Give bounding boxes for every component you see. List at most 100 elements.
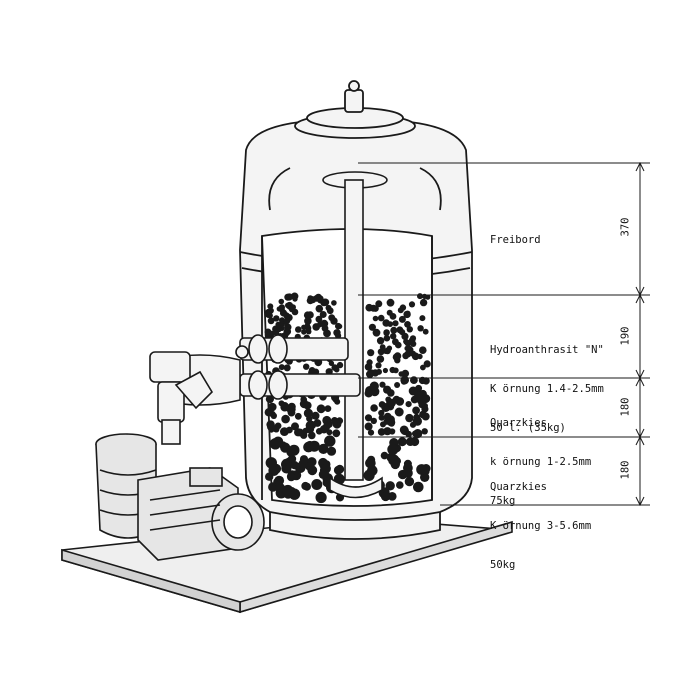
media-grain: [368, 323, 376, 331]
media-grain: [278, 298, 285, 305]
media-grain: [315, 315, 323, 323]
media-grain: [377, 348, 385, 356]
media-grain: [303, 401, 312, 410]
dimension-hydroanthrasit: 190: [619, 326, 632, 346]
media-grain: [265, 472, 274, 481]
media-grain: [422, 377, 430, 385]
media-grain: [308, 367, 316, 374]
media-grain: [285, 302, 291, 309]
media-grain: [383, 412, 392, 421]
media-grain: [282, 484, 294, 496]
media-grain: [318, 469, 328, 479]
media-grain: [403, 468, 413, 479]
media-grain: [421, 394, 431, 404]
media-grain: [305, 440, 315, 451]
media-grain: [392, 338, 399, 346]
media-grain: [269, 438, 281, 450]
label-line: 75kg: [490, 495, 516, 507]
quarzkies-coarse-label: Quarzkies K örnung 3-5.6mm 50kg: [490, 455, 591, 585]
media-grain: [333, 329, 341, 337]
media-grain: [301, 329, 307, 335]
media-grain: [312, 323, 321, 331]
pump-motor: [137, 467, 265, 561]
media-grain: [389, 366, 396, 374]
media-grain: [378, 414, 385, 421]
media-grain: [409, 350, 417, 357]
media-grain: [326, 429, 333, 436]
media-grain: [321, 324, 329, 332]
media-grain: [397, 437, 407, 447]
media-grain: [405, 430, 413, 438]
media-grain: [401, 332, 409, 340]
media-grain: [419, 346, 427, 355]
media-grain: [421, 428, 428, 435]
media-grain: [417, 325, 424, 332]
media-grain: [330, 417, 339, 425]
media-grain: [326, 446, 337, 456]
label-line: Quarzkies: [490, 481, 547, 493]
media-grain: [392, 320, 399, 327]
media-grain: [283, 330, 290, 337]
media-grain: [265, 457, 277, 469]
media-grain: [364, 363, 373, 371]
media-grain: [331, 300, 337, 306]
media-grain: [406, 437, 415, 447]
media-grain: [397, 307, 404, 314]
media-grain: [398, 371, 405, 377]
label-line: Freibord: [490, 234, 541, 246]
dimension-quarzkies-fine: 180: [619, 397, 632, 417]
media-grain: [382, 367, 388, 374]
label-line: 50kg: [490, 559, 516, 571]
media-grain: [332, 429, 341, 438]
label-line: K örnung 1.4-2.5mm: [490, 383, 604, 395]
media-grain: [404, 321, 411, 328]
label-line: k örnung 1-2.5mm: [490, 456, 592, 468]
media-grain: [380, 451, 389, 460]
label-line: K örnung 3-5.6mm: [490, 520, 592, 532]
media-grain: [387, 443, 399, 455]
media-grain: [284, 317, 291, 324]
media-grain: [392, 353, 400, 361]
media-grain: [386, 309, 393, 316]
media-grain: [413, 481, 424, 493]
media-grain: [370, 417, 377, 425]
media-grain: [311, 411, 320, 420]
media-grain: [324, 405, 332, 412]
media-grain: [288, 404, 296, 412]
media-grain: [421, 405, 429, 413]
media-grain: [376, 337, 385, 345]
media-grain: [370, 404, 378, 412]
media-grain: [390, 326, 398, 334]
media-grain: [267, 422, 276, 431]
dimension-lines: [358, 161, 650, 507]
media-grain: [365, 457, 376, 469]
media-grain: [417, 353, 423, 360]
label-line: Quarzkies: [490, 417, 547, 429]
media-grain: [270, 412, 277, 419]
media-grain: [305, 328, 312, 335]
media-grain: [264, 310, 273, 319]
media-grain: [408, 301, 416, 308]
media-grain: [295, 326, 302, 333]
media-grain: [284, 293, 292, 301]
media-grain: [387, 492, 397, 501]
media-grain: [365, 303, 374, 312]
media-grain: [290, 461, 299, 470]
media-grain: [422, 328, 429, 335]
media-grain: [372, 315, 379, 322]
media-grain: [383, 334, 391, 342]
media-grain: [416, 464, 427, 475]
media-grain: [265, 395, 274, 404]
media-grain: [319, 311, 327, 318]
media-grain: [421, 412, 430, 421]
media-grain: [305, 425, 315, 434]
label-line: 50 l. (35kg): [490, 422, 566, 434]
media-grain: [311, 479, 323, 490]
hydroanthrasit-label: Hydroanthrasit "N" K örnung 1.4-2.5mm 50…: [490, 318, 604, 448]
media-grain: [284, 323, 292, 331]
media-grain: [394, 407, 404, 417]
media-grain: [279, 441, 287, 450]
media-grain: [383, 348, 389, 354]
media-grain: [367, 429, 375, 436]
media-grain: [419, 298, 428, 307]
